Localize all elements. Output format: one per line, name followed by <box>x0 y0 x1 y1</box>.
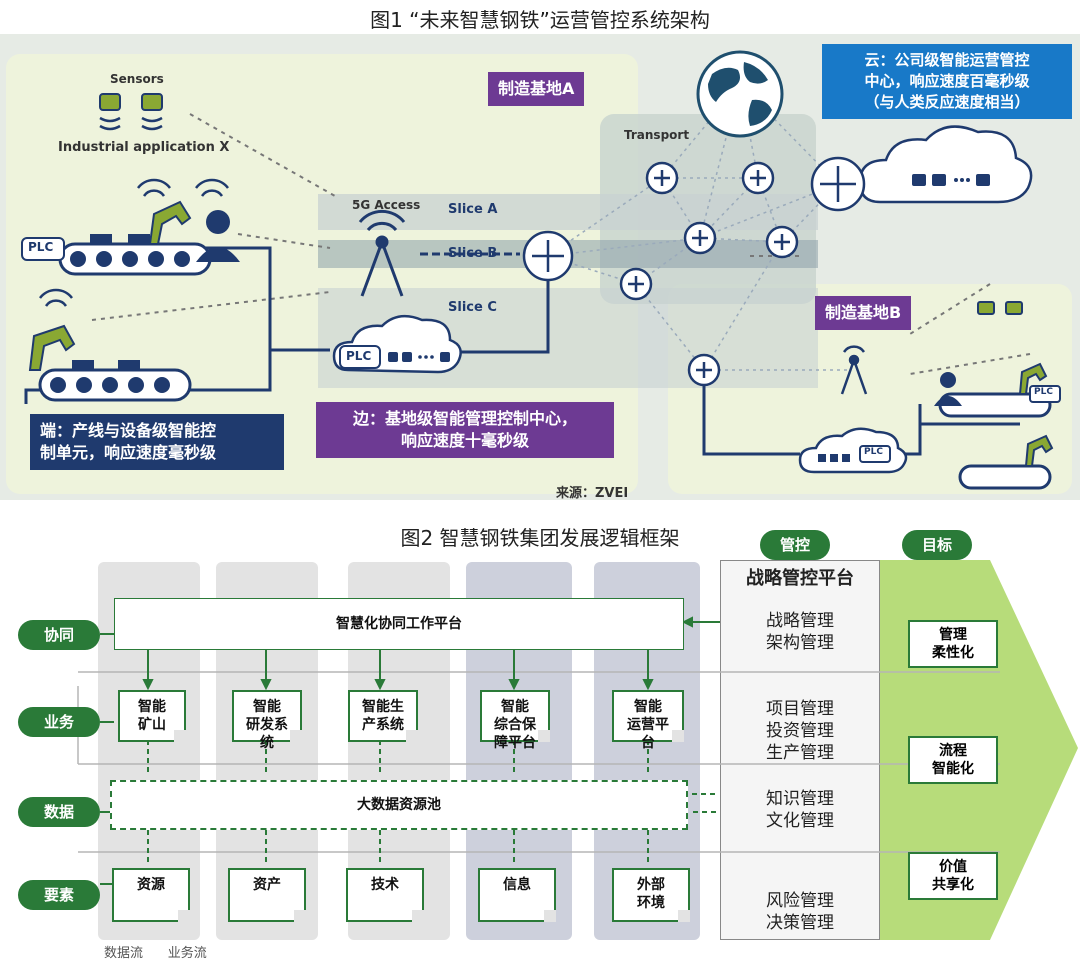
plc-left-label: PLC <box>28 240 54 254</box>
industrial-app-label: Industrial application X <box>58 140 230 155</box>
figure1-title: 图1 “未来智慧钢铁”运营管控系统架构 <box>370 8 710 32</box>
row-label-data: 数据 <box>18 797 100 827</box>
mgmt-group-knowledge: 知识管理文化管理 <box>766 789 834 831</box>
goal-intelligent-process: 流程智能化 <box>908 736 998 784</box>
goal-flexible-management: 管理柔性化 <box>908 620 998 668</box>
element-card-information: 信息 <box>478 868 556 922</box>
base-a-label: 制造基地A <box>488 72 585 106</box>
big-data-pool: 大数据资源池 <box>110 780 688 830</box>
transport-label: Transport <box>624 128 690 142</box>
sensor-icon <box>1005 301 1023 315</box>
sensor-icon <box>977 301 995 315</box>
cloud-description: 云：公司级智能运营管控 中心，响应速度百毫秒级 （与人类反应速度相当） <box>822 44 1072 119</box>
business-card-operation: 智能运营平台 <box>612 690 684 751</box>
slice-b-label: Slice B <box>448 246 498 261</box>
element-card-resources: 资源 <box>112 868 190 922</box>
element-card-assets: 资产 <box>228 868 306 922</box>
element-card-environment: 外部环境 <box>612 868 690 922</box>
worker-icon <box>196 210 962 406</box>
globe-icon <box>696 50 784 138</box>
mgmt-group-strategy: 战略管理架构管理 <box>766 611 834 653</box>
slice-a-label: Slice A <box>448 202 498 217</box>
base-b-label: 制造基地B <box>815 296 912 330</box>
plc-center-label: PLC <box>346 349 372 363</box>
slice-c-label: Slice C <box>448 300 497 315</box>
robot-arm-icon <box>1018 362 1048 395</box>
end-description: 端：产线与设备级智能控 制单元，响应速度毫秒级 <box>30 414 284 470</box>
slice-a-band <box>318 194 818 230</box>
row-label-elements: 要素 <box>18 880 100 910</box>
strategy-panel <box>720 560 880 940</box>
edge-description: 边：基地级智能管理控制中心， 响应速度十毫秒级 <box>316 402 614 458</box>
row-label-collaboration: 协同 <box>18 620 100 650</box>
business-card-mine: 智能矿山 <box>118 690 186 742</box>
sensor-icon <box>99 93 121 111</box>
element-card-technology: 技术 <box>346 868 424 922</box>
mgmt-group-project: 项目管理投资管理生产管理 <box>766 699 834 763</box>
robot-arm-icon <box>28 324 76 371</box>
sensor-icon <box>141 93 163 111</box>
plc-right-bottom-label: PLC <box>864 447 883 457</box>
robot-arm-icon <box>148 200 192 245</box>
plc-right-top-label: PLC <box>1034 387 1053 397</box>
figure2-title: 图2 智慧钢铁集团发展逻辑框架 <box>400 526 680 550</box>
goal-shared-value: 价值共享化 <box>908 852 998 900</box>
business-card-support: 智能综合保障平台 <box>480 690 550 751</box>
figure1-architecture-diagram: Sensors Industrial application X PLC PLC… <box>0 34 1080 501</box>
goal-pill: 目标 <box>902 530 972 560</box>
control-pill: 管控 <box>760 530 830 560</box>
mgmt-group-risk: 风险管理决策管理 <box>766 891 834 933</box>
network-links <box>21 50 1061 490</box>
source-label: 来源：ZVEI <box>556 486 629 501</box>
sensors-label: Sensors <box>110 72 164 86</box>
row-label-business: 业务 <box>18 707 100 737</box>
robot-arm-icon <box>1024 434 1054 467</box>
business-card-rnd: 智能研发系统 <box>232 690 302 751</box>
collaboration-platform: 智慧化协同工作平台 <box>114 598 684 650</box>
strategy-platform-title: 战略管控平台 <box>746 568 854 589</box>
5g-access-label: 5G Access <box>352 198 421 212</box>
business-card-production: 智能生产系统 <box>348 690 418 742</box>
